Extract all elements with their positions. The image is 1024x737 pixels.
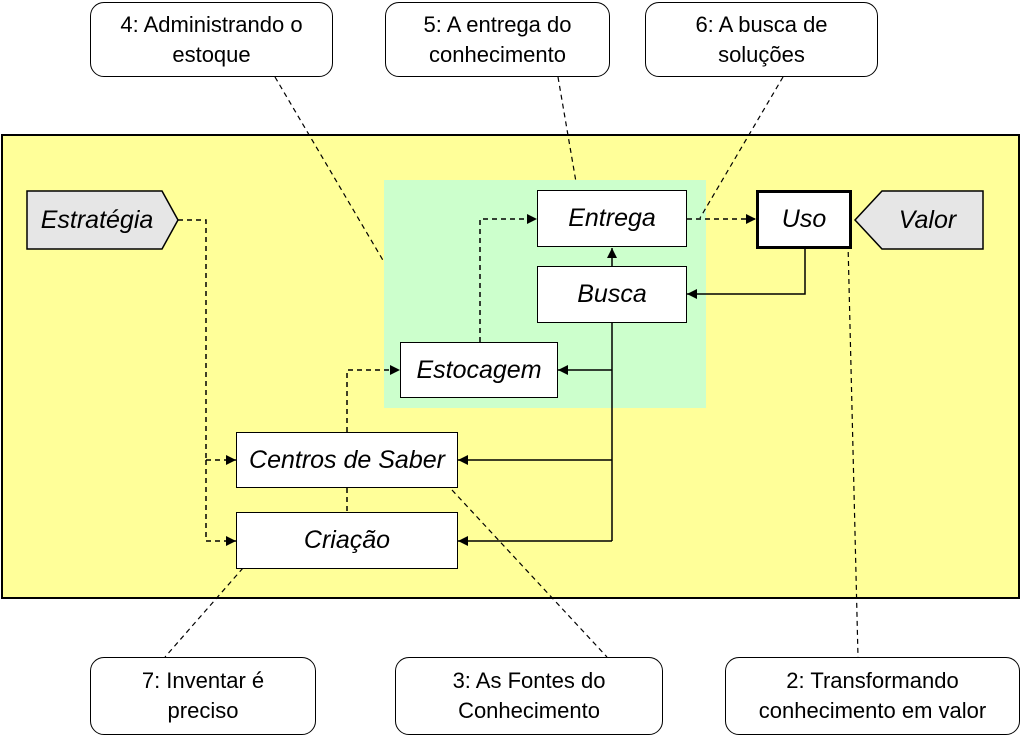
callout-transformando-valor: 2: Transformando conhecimento em valor [725,657,1020,735]
callout-entrega-conhecimento: 5: A entrega do conhecimento [385,2,610,77]
callout-2-leader [847,242,859,658]
estrategia-shape [26,190,179,250]
valor-shape [853,190,984,250]
estrategia-flow-line [178,219,207,460]
callout-5-leader [557,76,577,183]
estocagem-box: Estocagem [400,342,558,398]
callout-administrando-estoque: 4: Administrando o estoque [90,2,333,77]
callout-3-leader [451,489,608,658]
callout-fontes-conhecimento: 3: As Fontes do Conhecimento [395,657,663,735]
valor-label: Valor [898,205,957,234]
estrategia-label: Estratégia [40,205,154,234]
callout-inventar-preciso: 7: Inventar é preciso [90,657,316,735]
estocagem-to-entrega-arrow [479,214,537,342]
centros-to-estocagem-arrow [346,365,400,432]
callout-busca-solucoes: 6: A busca de soluções [645,2,878,77]
busca-box: Busca [537,266,687,323]
criacao-box: Criação [236,512,458,569]
callout-7-leader [164,567,244,658]
callout-4-leader [274,76,385,263]
entrega-box: Entrega [537,190,687,247]
callout-6-leader [699,76,784,219]
uso-box: Uso [756,190,852,249]
uso-to-busca-arrow [687,249,806,299]
estrategia-to-criacao-arrow [205,460,236,546]
centros-de-saber-box: Centros de Saber [236,432,458,488]
